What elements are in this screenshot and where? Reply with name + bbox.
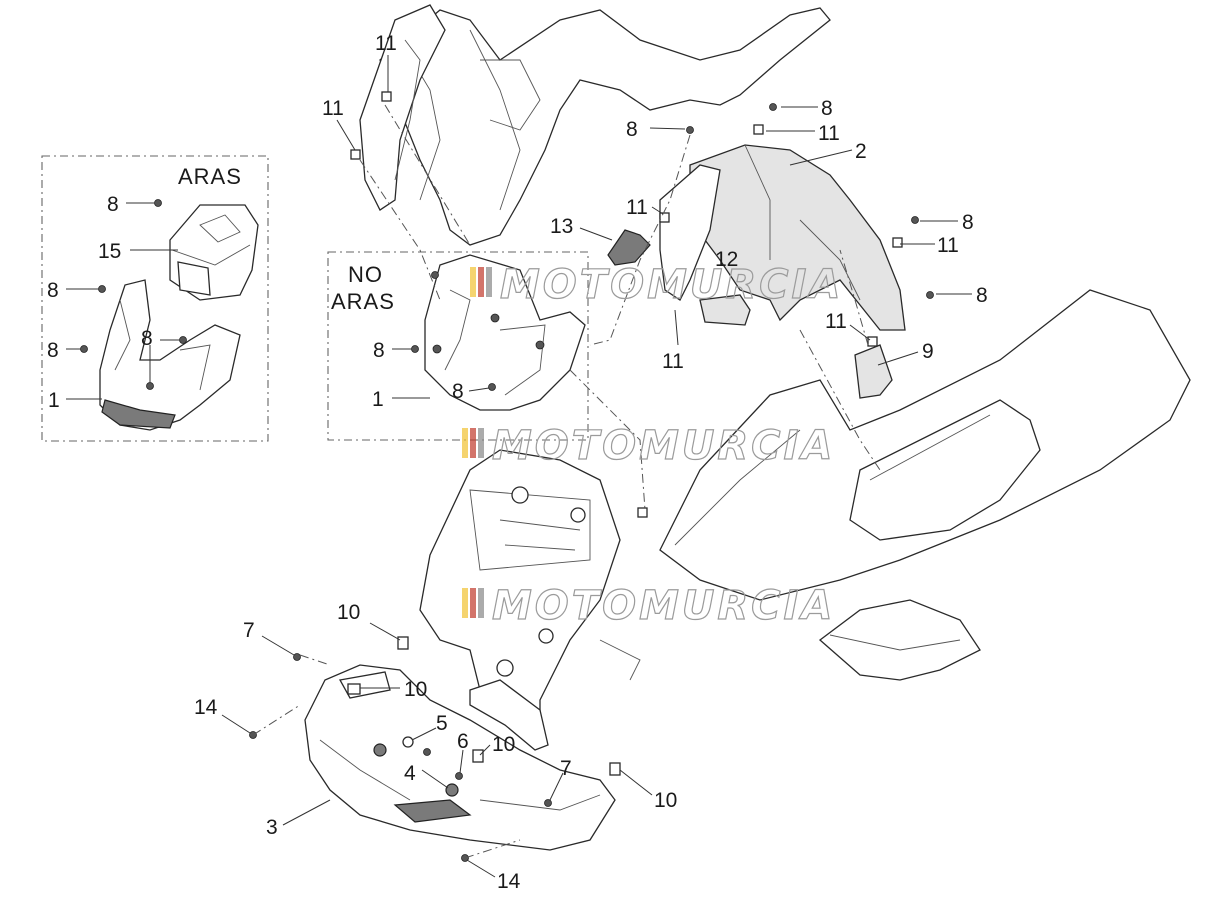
callout-label: 10 [654, 789, 677, 812]
callout-label: 4 [404, 762, 416, 785]
callout-label: 8 [141, 327, 153, 350]
assembly-lines [252, 104, 881, 859]
callout-label: 9 [922, 340, 934, 363]
callout-label: 13 [550, 215, 573, 238]
no-aras-variant-box [327, 251, 589, 441]
callout-label: 11 [375, 32, 397, 55]
callout-label: 11 [825, 310, 847, 333]
cover-9 [854, 344, 893, 399]
no-aras-box-title-line2: ARAS [331, 289, 395, 314]
leader-lines [66, 55, 972, 878]
callout-label: 8 [452, 380, 464, 403]
callout-label: 8 [47, 339, 59, 362]
aras-variant-box [41, 155, 269, 442]
callout-label: 8 [107, 193, 119, 216]
side-fairing [659, 289, 1191, 681]
callout-label: 6 [457, 730, 469, 753]
watermark-text: MOTOMURCIA [492, 583, 835, 629]
no-aras-box-title-line1: NO [348, 262, 383, 287]
watermark-logo: MOTOMURCIA [462, 422, 835, 470]
aras-box-title: ARAS [178, 164, 242, 189]
callout-label: 10 [492, 733, 515, 756]
inner-fairing-aras [99, 279, 241, 431]
callout-label: 11 [662, 350, 684, 373]
callout-label: 10 [404, 678, 427, 701]
callout-label: 11 [322, 97, 344, 120]
inner-fairing-no-aras [424, 254, 586, 411]
callout-label: 14 [497, 870, 521, 893]
headlight-bracket-frame [419, 449, 641, 751]
callout-label: 15 [98, 240, 121, 263]
callout-label: 7 [560, 757, 572, 780]
front-beak-3 [304, 664, 616, 851]
watermark-text: MOTOMURCIA [500, 262, 843, 308]
callout-label: 1 [372, 388, 384, 411]
callout-label: 14 [194, 696, 218, 719]
watermark-logo: MOTOMURCIA [462, 582, 835, 630]
watermark-text: MOTOMURCIA [492, 423, 835, 469]
callout-label: 8 [821, 97, 833, 120]
callout-labels: 11 11 8 8 11 2 11 13 12 8 11 8 11 11 9 8… [47, 32, 988, 893]
callout-label: 8 [373, 339, 385, 362]
fasteners [80, 91, 934, 862]
rear-frame-section [359, 4, 831, 246]
upper-fairing-2 [659, 144, 906, 331]
aras-cover-15 [169, 204, 259, 301]
callout-label: 11 [626, 196, 648, 219]
trim-panel-13 [607, 229, 751, 326]
callout-label: 12 [715, 248, 738, 271]
callout-label: 8 [626, 118, 638, 141]
callout-label: 3 [266, 816, 278, 839]
callout-label: 8 [962, 211, 974, 234]
callout-label: 8 [47, 279, 59, 302]
watermark-logo: MOTOMURCIA [470, 261, 843, 309]
callout-label: 2 [855, 140, 867, 163]
callout-label: 11 [937, 234, 959, 257]
callout-label: 5 [436, 712, 448, 735]
watermarks: MOTOMURCIA MOTOMURCIA MOTOMURCIA [462, 261, 843, 630]
callout-label: 10 [337, 601, 360, 624]
callout-label: 7 [243, 619, 255, 642]
callout-label: 8 [976, 284, 988, 307]
callout-label: 1 [48, 389, 60, 412]
callout-label: 11 [818, 122, 840, 145]
